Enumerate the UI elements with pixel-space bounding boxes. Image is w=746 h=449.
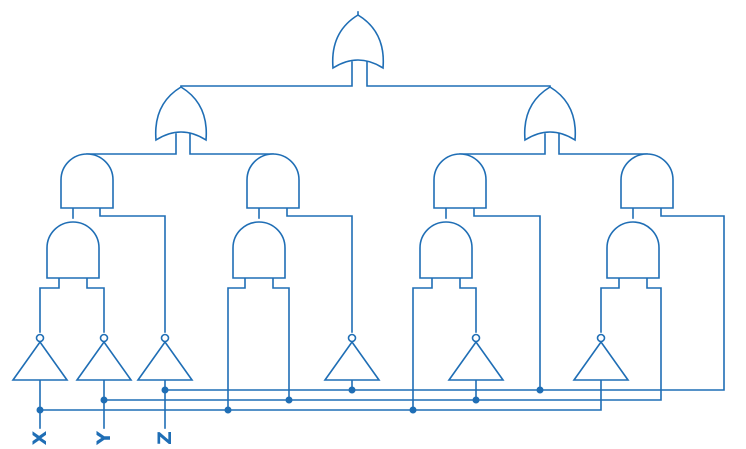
wire-and-b1-a xyxy=(39,277,60,333)
wire-and-b2-b xyxy=(272,277,290,401)
not-gate-1 xyxy=(11,333,69,381)
not-gate-6 xyxy=(572,333,630,381)
not-gate-4 xyxy=(323,333,381,381)
junction-dot xyxy=(285,396,293,404)
junction-dots xyxy=(36,386,544,414)
wire-and-b1-b xyxy=(86,277,105,333)
and-gate-t3 xyxy=(433,153,487,209)
not-gate-2 xyxy=(75,333,133,381)
or-gates xyxy=(154,14,577,142)
not-gate-3 xyxy=(136,333,194,381)
input-label-x: X xyxy=(29,430,51,445)
junction-dot xyxy=(472,396,480,404)
wire-and-b3-a xyxy=(412,277,433,411)
junction-dot xyxy=(161,386,169,394)
junction-dot xyxy=(409,406,417,414)
and-gate-b1 xyxy=(46,221,100,279)
wire-not6-in xyxy=(39,379,602,411)
junction-dot xyxy=(100,396,108,404)
wire-and-t2-b xyxy=(286,199,353,333)
wire-top-or-left-input xyxy=(180,61,353,103)
not-gates xyxy=(11,333,630,381)
or-gate-left xyxy=(154,86,208,142)
input-label-z: Z xyxy=(154,431,176,445)
and-gate-b2 xyxy=(232,221,286,279)
wire-and-b4-b xyxy=(103,277,662,401)
not-gate-5 xyxy=(447,333,505,381)
junction-dot xyxy=(36,406,44,414)
and-gate-t4 xyxy=(620,153,674,209)
input-label-y: Y xyxy=(93,431,115,446)
and-gates xyxy=(46,153,674,279)
wire-and-b4-a xyxy=(600,277,620,333)
or-gate-right xyxy=(523,86,577,142)
junction-dot xyxy=(536,386,544,394)
and-gate-t2 xyxy=(246,153,300,209)
wire-and-b2-a xyxy=(227,277,246,411)
or-gate-top xyxy=(331,14,385,70)
and-gate-b3 xyxy=(419,221,473,279)
junction-dot xyxy=(348,386,356,394)
junction-dot xyxy=(224,406,232,414)
wires xyxy=(39,11,725,429)
wire-top-or-right-input xyxy=(366,61,551,103)
wire-and-t1-b xyxy=(99,199,166,333)
and-gate-t1 xyxy=(60,153,114,209)
wire-and-b3-b xyxy=(459,277,477,333)
input-labels: X Y Z xyxy=(29,430,176,446)
and-gate-b4 xyxy=(606,221,660,279)
